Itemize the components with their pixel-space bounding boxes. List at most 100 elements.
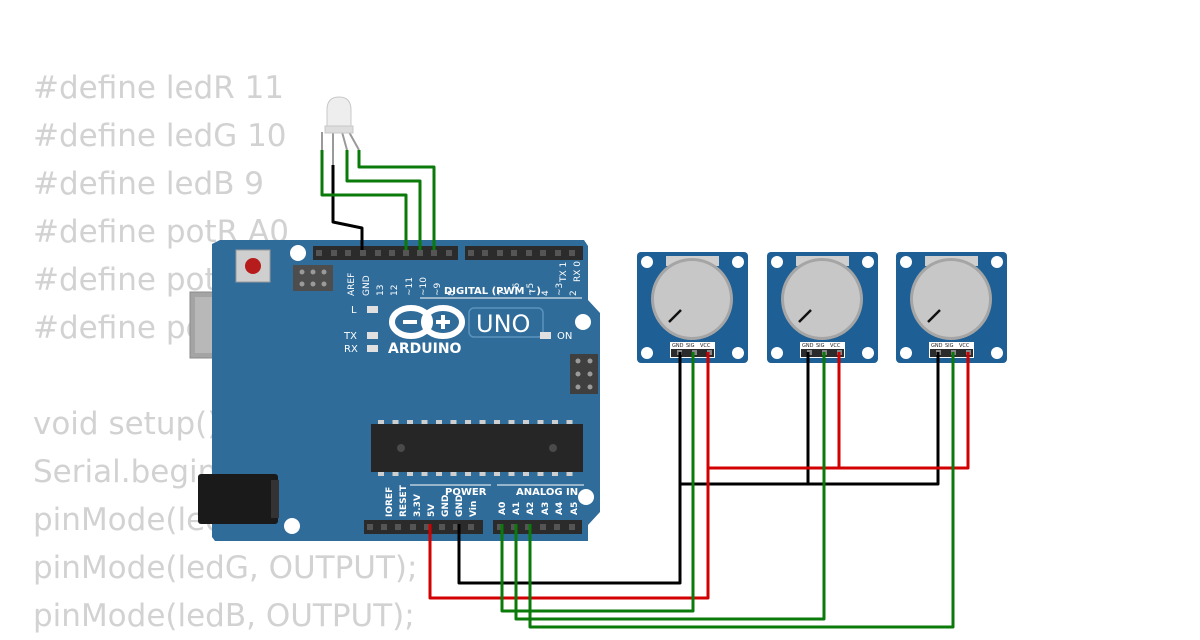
- reset-button-cap: [245, 258, 261, 274]
- pot-pin-label: VCC: [700, 343, 711, 349]
- wire-gnd-pot3: [808, 352, 940, 486]
- wire-led-red: [320, 150, 408, 250]
- digital-pin-label: ~3: [555, 283, 565, 296]
- analog-pin-label: A5: [570, 502, 580, 515]
- wire-5v-pot2: [708, 352, 841, 470]
- pot-pin-label: VCC: [830, 343, 841, 349]
- wire-sig-pot3: [528, 352, 955, 629]
- led-rx-label: RX: [344, 344, 358, 355]
- wire-5v-pot3: [839, 352, 970, 470]
- power-pin-label: GND: [441, 495, 451, 517]
- mount-hole: [641, 347, 653, 359]
- mount-hole: [862, 256, 874, 268]
- power-pin-label: 5V: [427, 504, 437, 517]
- code-line: #define ledG 10: [33, 118, 287, 154]
- mount-hole: [862, 347, 874, 359]
- digital-pin-label: ~10: [419, 277, 429, 296]
- pot-pin-label: GND: [931, 343, 943, 349]
- wire-5v-bus: [428, 352, 710, 600]
- mount-hole: [771, 256, 783, 268]
- mount-hole: [284, 518, 300, 534]
- board-model: UNO: [476, 310, 530, 338]
- pot-pin-label: GND: [672, 343, 684, 349]
- analog-pin-label: A1: [512, 502, 522, 515]
- dc-barrel-jack: [198, 474, 278, 524]
- pot-knob-indicator: [798, 309, 812, 323]
- led-tx-label: TX: [343, 331, 357, 342]
- power-header: [364, 520, 483, 534]
- rgb-led: [321, 96, 360, 165]
- wire-gnd-pot2: [680, 352, 810, 486]
- analog-pin-label: A4: [555, 502, 565, 515]
- analog-pin-label: A3: [541, 502, 551, 515]
- analog-header-label: ANALOG IN: [516, 487, 578, 498]
- mount-hole: [578, 489, 594, 505]
- digital-header-label: DIGITAL (PWM ~): [444, 286, 541, 297]
- digital-header-left: [313, 246, 458, 260]
- wire-gnd-bus: [457, 352, 682, 585]
- mount-hole: [900, 347, 912, 359]
- digital-pin-label: ~9: [433, 282, 443, 296]
- led-dome: [326, 96, 352, 129]
- board-brand: ARDUINO: [388, 341, 462, 357]
- led-rx: [367, 345, 378, 352]
- led-l-label: L: [351, 305, 357, 316]
- pot-pin-label: SIG: [945, 343, 954, 349]
- power-header-label: POWER: [445, 487, 487, 498]
- digital-pin-label: ~6: [512, 282, 522, 296]
- icsp-header: [293, 265, 333, 291]
- code-line: #define ledB 9: [33, 166, 265, 202]
- icsp-header-right: [570, 354, 598, 394]
- led-on: [540, 332, 551, 339]
- pot-pin-label: SIG: [686, 343, 695, 349]
- mount-hole: [771, 347, 783, 359]
- led-l: [367, 306, 378, 313]
- wire-led-green: [345, 150, 422, 250]
- led-on-label: ON: [557, 331, 572, 342]
- pot-pin-label: GND: [802, 343, 814, 349]
- mount-hole: [290, 245, 306, 261]
- power-pin-label: RESET: [399, 484, 409, 517]
- power-pin-label: 3.3V: [413, 494, 423, 517]
- wire-sig-pot1: [500, 352, 695, 613]
- mount-hole: [732, 347, 744, 359]
- wire-led-blue: [357, 150, 436, 250]
- pot-pin-label: SIG: [816, 343, 825, 349]
- power-pin-label: IOREF: [385, 487, 395, 517]
- mount-hole: [991, 256, 1003, 268]
- digital-pin-label: ~11: [405, 277, 415, 296]
- pot-knob-indicator: [927, 309, 941, 323]
- code-line: pinMode(ledB, OUTPUT);: [33, 598, 415, 634]
- digital-pin-label: AREF: [347, 273, 357, 296]
- pot-pin-label: VCC: [959, 343, 970, 349]
- digital-pin-label: 4: [541, 290, 551, 296]
- atmega-chip: [371, 424, 583, 472]
- digital-pin-label: 13: [376, 285, 386, 296]
- digital-pin-label: RX 0: [573, 261, 583, 282]
- digital-pin-label: 2: [569, 290, 579, 296]
- digital-pin-label: GND: [362, 275, 372, 296]
- code-line: #define ledR 11: [33, 70, 285, 106]
- power-pin-label: GND: [455, 495, 465, 517]
- digital-pin-label: ~5: [526, 283, 536, 296]
- mount-hole: [732, 256, 744, 268]
- digital-pin-label: 12: [390, 285, 400, 296]
- arduino-logo: [389, 305, 465, 339]
- mount-hole: [991, 347, 1003, 359]
- model-badge: [468, 307, 544, 338]
- pot-knob-indicator: [668, 309, 682, 323]
- led-tx: [367, 332, 378, 339]
- digital-pin-label: TX 1: [559, 262, 569, 283]
- power-pin-label: Vin: [469, 501, 479, 517]
- digital-pin-label: 7: [498, 290, 508, 296]
- analog-pin-label: A0: [498, 502, 508, 515]
- mount-hole: [900, 256, 912, 268]
- mount-hole: [641, 256, 653, 268]
- code-listing: #define ledR 11 #define ledG 10 #define le…: [33, 64, 417, 640]
- wire-sig-pot2: [514, 352, 826, 621]
- digital-header-right: [465, 246, 583, 260]
